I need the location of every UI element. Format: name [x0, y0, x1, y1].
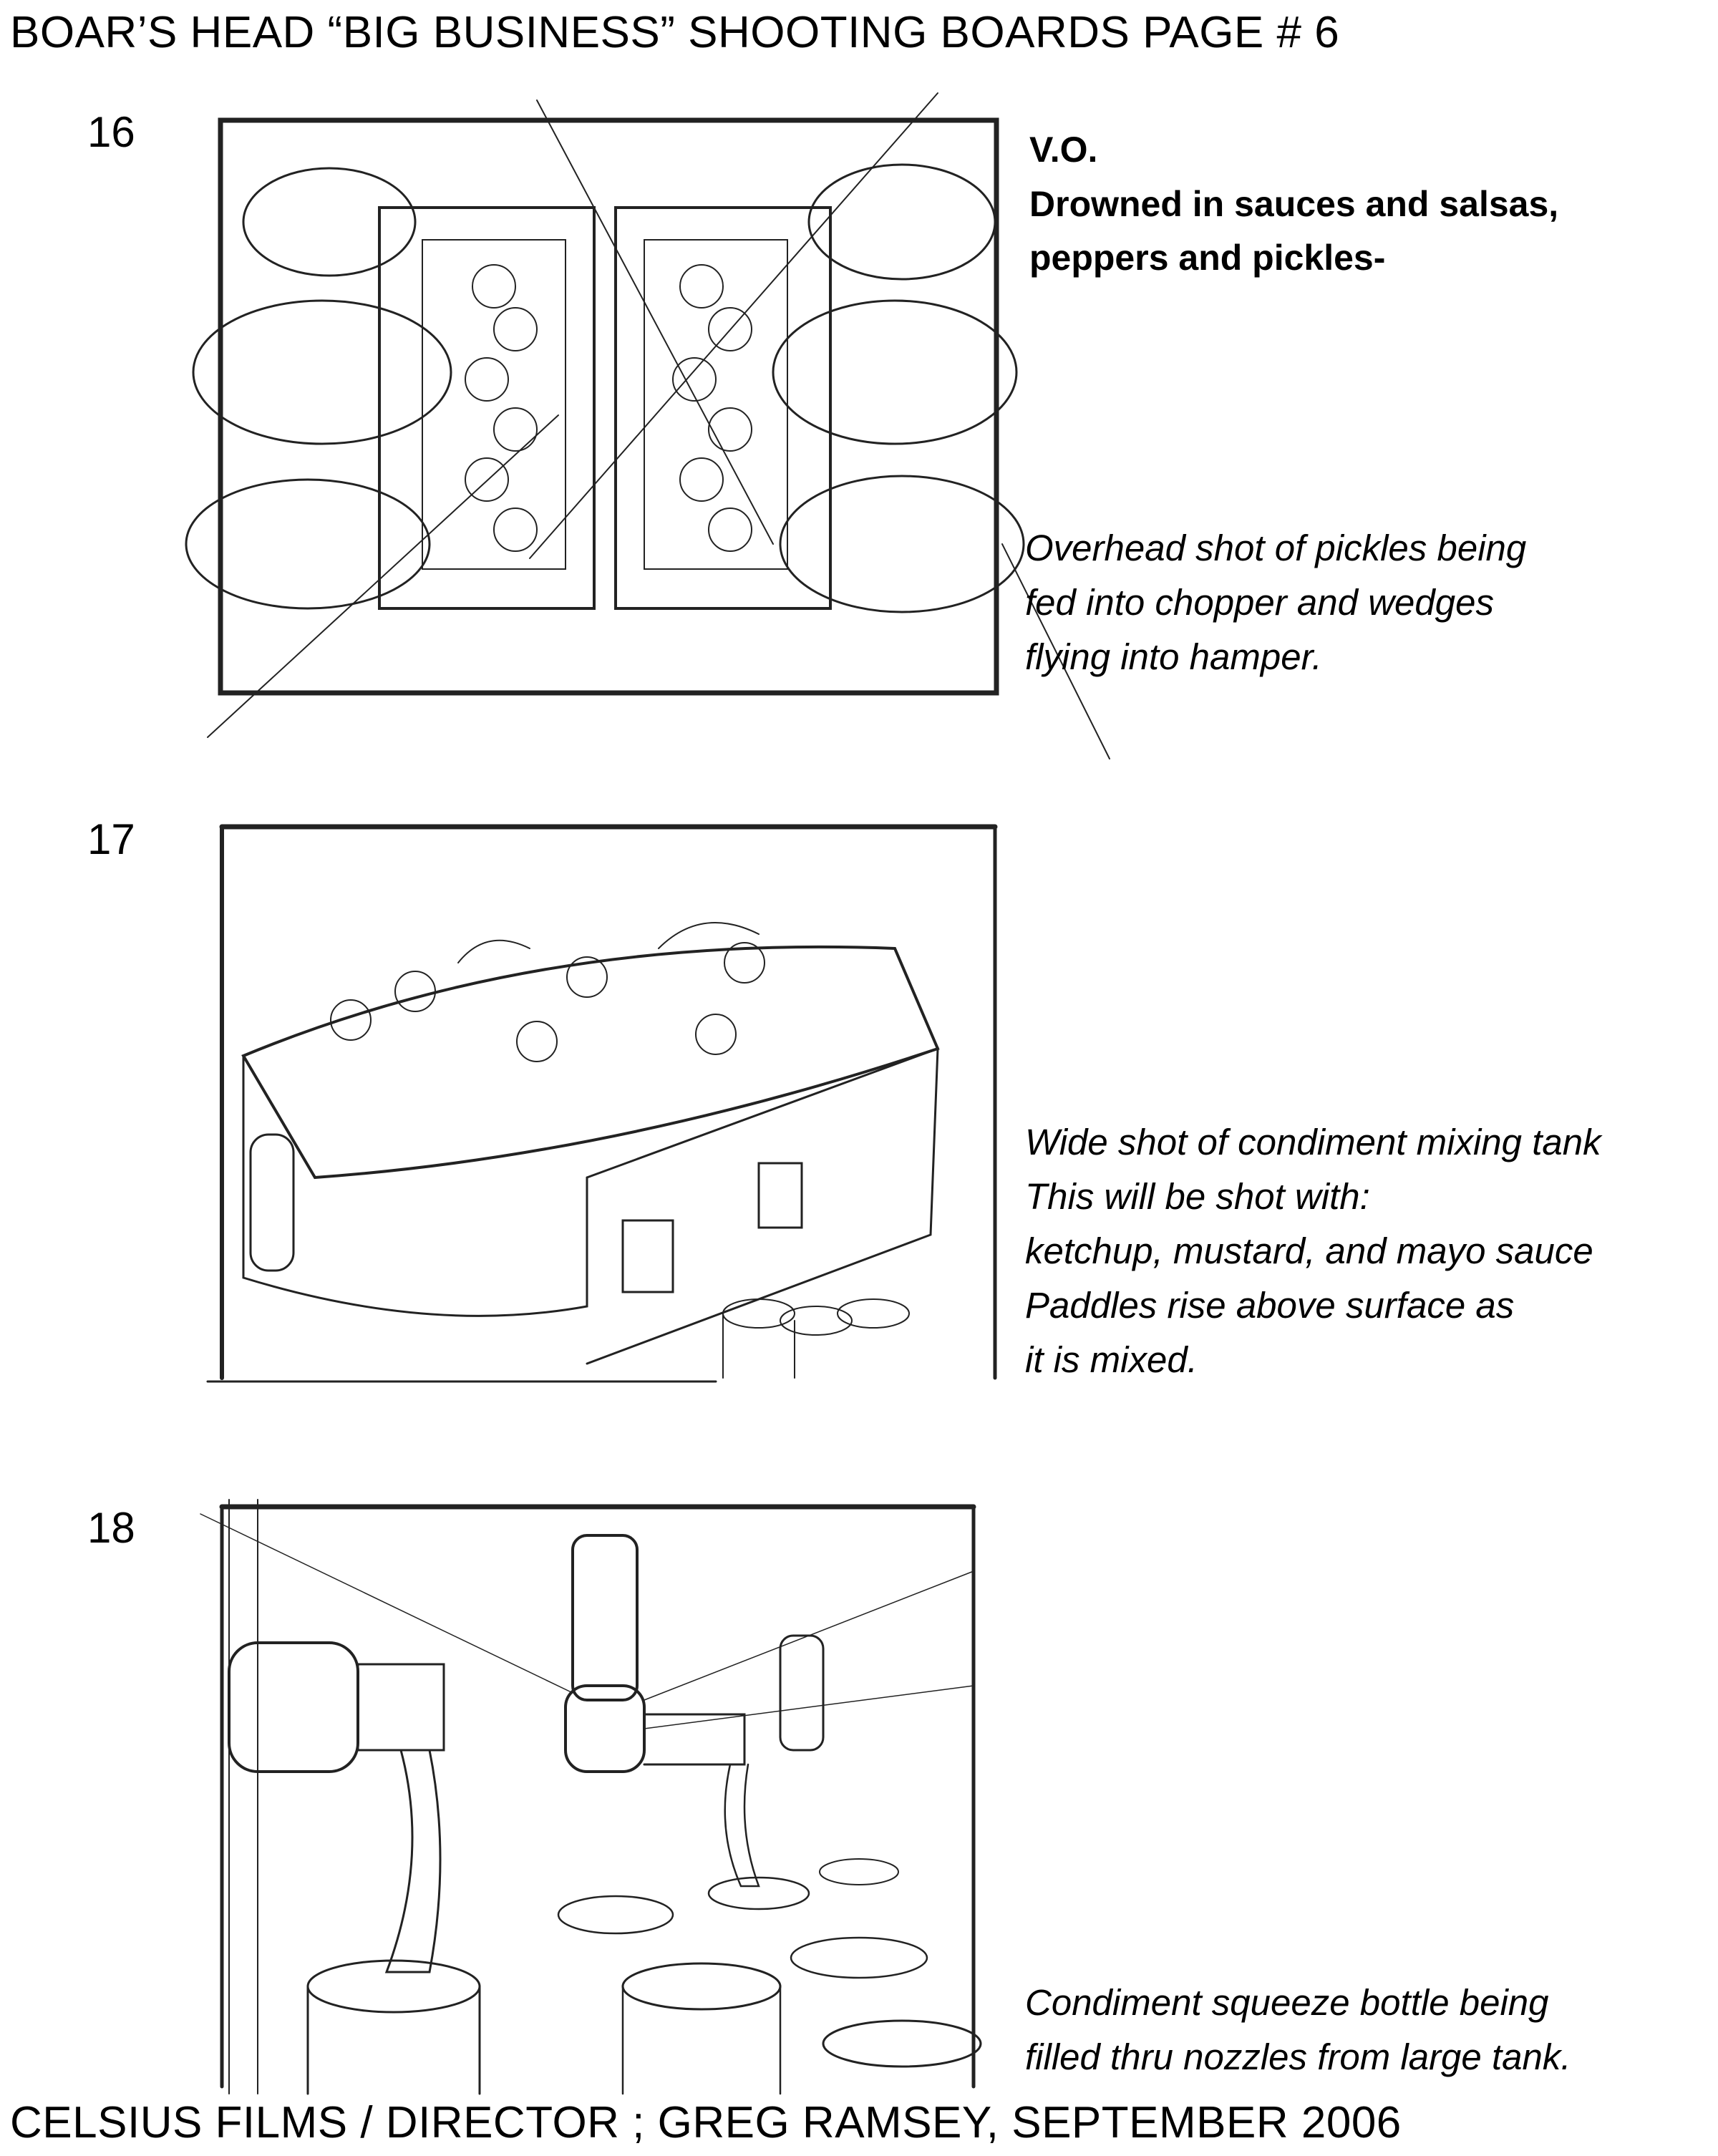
panel-number-18: 18 — [87, 1504, 135, 1552]
description-line: This will be shot with: — [1025, 1176, 1370, 1217]
mixing-tank-sketch — [206, 824, 998, 1383]
description-line: Overhead shot of pickles being — [1025, 528, 1527, 568]
storyboard-frame-16 — [185, 92, 1110, 759]
page-title: BOAR’S HEAD “BIG BUSINESS” SHOOTING BOAR… — [10, 8, 1340, 57]
squeeze-bottle-filling-sketch — [200, 1499, 982, 2095]
description-line: flying into hamper. — [1025, 636, 1322, 677]
storyboard-frame-17 — [206, 820, 1002, 1385]
description-line: filled thru nozzles from large tank. — [1025, 2036, 1571, 2077]
panel-number-16: 16 — [87, 108, 135, 156]
description-line: Wide shot of condiment mixing tank — [1025, 1122, 1601, 1162]
description-line: ketchup, mustard, and mayo sauce — [1025, 1230, 1593, 1271]
description-line: fed into chopper and wedges — [1025, 582, 1494, 623]
panel-description-17: Wide shot of condiment mixing tank This … — [1025, 1115, 1601, 1387]
footer-credit: CELSIUS FILMS / DIRECTOR ; GREG RAMSEY, … — [10, 2098, 1402, 2147]
storyboard-frame-18 — [200, 1499, 1002, 2095]
pickle-chopper-sketch — [185, 92, 1110, 759]
voice-over-label: V.O. — [1029, 130, 1098, 170]
description-line: it is mixed. — [1025, 1339, 1198, 1380]
panel-description-16: Overhead shot of pickles being fed into … — [1025, 521, 1526, 684]
voice-over-line: peppers and pickles- — [1029, 238, 1386, 278]
voice-over-line: Drowned in sauces and salsas, — [1029, 184, 1559, 224]
panel-number-17: 17 — [87, 815, 135, 863]
panel-description-18: Condiment squeeze bottle being filled th… — [1025, 1976, 1571, 2084]
description-line: Condiment squeeze bottle being — [1025, 1982, 1549, 2023]
description-line: Paddles rise above surface as — [1025, 1285, 1515, 1326]
